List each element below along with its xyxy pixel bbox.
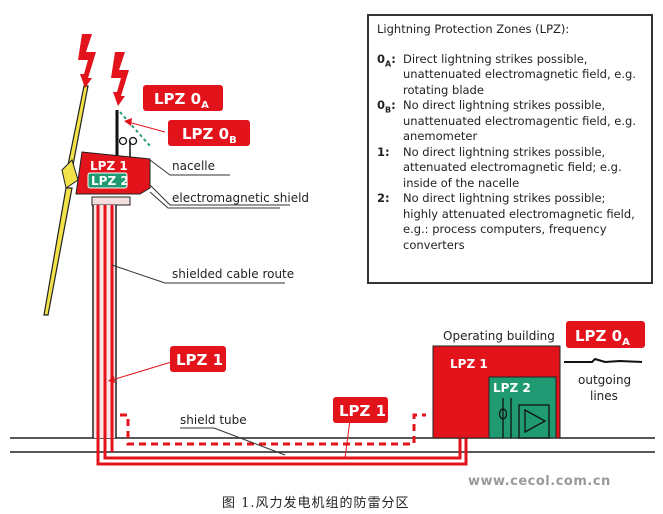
legend-item: 0A: Direct lightning strikes possible, u… xyxy=(377,51,636,97)
label-lines: lines xyxy=(590,389,618,403)
leader-lines xyxy=(108,159,351,459)
svg-text:LPZ 0A: LPZ 0A xyxy=(154,90,209,111)
legend-item: 1: No direct lightning strikes possible,… xyxy=(377,144,622,190)
svg-text:LPZ 0A: LPZ 0A xyxy=(575,327,630,348)
label-em-shield: electromagnetic shield xyxy=(172,191,309,205)
tag-tower-lpz1: LPZ 1 xyxy=(170,346,226,372)
legend-item: 2: No direct lightning strikes possible;… xyxy=(377,191,635,252)
legend-title: Lightning Protection Zones (LPZ): xyxy=(377,22,570,36)
shielded-cable-route xyxy=(96,205,468,466)
svg-text:LPZ 1: LPZ 1 xyxy=(176,351,223,369)
lpz-legend-box: Lightning Protection Zones (LPZ): 0A: Di… xyxy=(367,14,653,284)
tag-building-lpz2: LPZ 2 xyxy=(493,381,531,395)
anemometer xyxy=(115,110,166,160)
tag-building-lpz-0a: LPZ 0A xyxy=(566,321,645,348)
tag-nacelle-lpz2: LPZ 2 xyxy=(87,172,129,189)
shield-tube xyxy=(120,413,426,446)
label-operating-building: Operating building xyxy=(443,329,555,343)
watermark: www.cecol.com.cn xyxy=(468,474,611,489)
rotor-blade xyxy=(43,85,89,316)
tag-lpz-0a-top: LPZ 0A xyxy=(143,85,223,111)
figure-caption: 图 1.风力发电机组的防雷分区 xyxy=(222,496,410,511)
svg-text:LPZ 1: LPZ 1 xyxy=(339,402,386,420)
tag-building-lpz1: LPZ 1 xyxy=(450,357,488,371)
legend-item: 0B: No direct lightning strikes possible… xyxy=(377,98,636,143)
lightning-bolt-icon xyxy=(78,34,129,106)
operating-building xyxy=(432,345,643,439)
tag-tube-lpz1: LPZ 1 xyxy=(333,397,388,423)
tag-nacelle-lpz1: LPZ 1 xyxy=(90,159,128,173)
svg-text:LPZ 0B: LPZ 0B xyxy=(182,125,237,146)
tag-lpz-0b: LPZ 0B xyxy=(168,120,250,146)
label-shield-tube: shield tube xyxy=(180,413,247,427)
label-outgoing: outgoing xyxy=(578,373,631,387)
label-cable-route: shielded cable route xyxy=(172,267,294,281)
svg-text:LPZ 2: LPZ 2 xyxy=(91,174,129,188)
label-nacelle: nacelle xyxy=(172,159,215,173)
